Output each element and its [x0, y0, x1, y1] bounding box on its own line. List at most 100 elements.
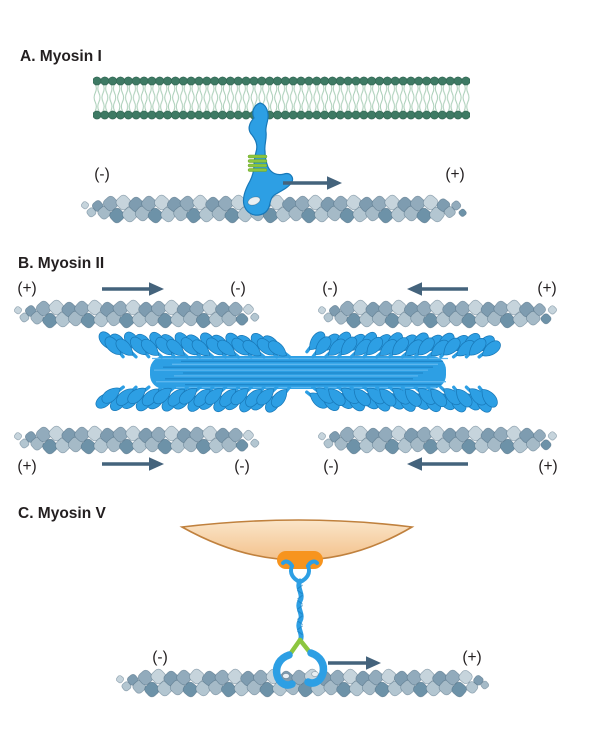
actin-subunit: [540, 439, 552, 451]
actin-subunit: [451, 200, 462, 211]
actin-subunit: [346, 438, 362, 455]
actin-subunit: [547, 305, 557, 315]
actin-subunit: [381, 668, 397, 685]
coiled-coil-tick: [296, 589, 304, 595]
actin-subunit: [80, 438, 97, 455]
actin-subunit: [141, 195, 157, 212]
actin-subunit: [445, 669, 461, 686]
myosin-i-molecule: [242, 102, 294, 216]
actin-subunit: [13, 306, 23, 315]
actin-subunit: [307, 194, 324, 211]
myosin-v-molecule: [272, 559, 328, 689]
label-minus-end-c: (-): [152, 649, 168, 666]
actin-subunit: [323, 438, 334, 449]
actin-subunit: [230, 194, 247, 211]
actin-subunit: [371, 195, 388, 212]
actin-subunit: [339, 300, 356, 317]
actin-subunit: [202, 299, 218, 316]
actin-subunit: [202, 425, 218, 442]
actin-subunit: [102, 195, 119, 212]
label-plus-top-left: (+): [17, 280, 36, 297]
label-plus-bottom-right: (+): [538, 458, 557, 475]
actin-subunit: [189, 668, 205, 685]
actin-subunit: [467, 425, 484, 442]
panel-myosin-ii: B. Myosin II (+) (-) (-) (+) (+) (-) (-): [13, 255, 558, 475]
actin-subunit: [547, 431, 557, 441]
actin-subunit: [294, 195, 311, 212]
actin-subunit: [144, 681, 160, 698]
actin-subunit: [80, 312, 97, 329]
actin-subunit: [74, 426, 90, 443]
light-chain-band: [247, 159, 268, 163]
direction-arrow-b-top-left: [102, 282, 164, 296]
label-plus-top-right: (+): [537, 280, 556, 297]
actin-subunit: [323, 312, 334, 323]
actin-subunit: [378, 426, 394, 443]
actin-subunit: [317, 306, 327, 315]
actin-subunit: [391, 299, 407, 316]
actin-subunit: [86, 207, 97, 218]
direction-arrow-b-bottom-right: [407, 457, 468, 471]
actin-subunit: [346, 194, 362, 211]
actin-subunit: [119, 312, 135, 329]
actin-subunit: [461, 438, 477, 455]
myosin-ii-thick-filament: [93, 329, 503, 415]
actin-subunit: [157, 438, 173, 455]
actin-subunit: [112, 426, 129, 443]
actin-subunit: [182, 681, 199, 698]
actin-subunit: [235, 439, 249, 452]
actin-subunit: [458, 208, 467, 217]
actin-subunit: [112, 300, 129, 317]
actin-subunit: [228, 301, 243, 317]
actin-subunit: [506, 299, 522, 316]
actin-subunit: [429, 299, 445, 316]
myosin-v-head-right: [304, 649, 328, 687]
actin-subunit: [329, 669, 346, 686]
cargo-vesicle: [179, 519, 415, 561]
actin-subunit: [461, 312, 477, 329]
coiled-coil-twist: [296, 584, 304, 636]
coiled-coil-bundle: [150, 356, 448, 389]
actin-subunit: [416, 426, 433, 443]
actin-subunit: [115, 675, 125, 684]
actin-subunit: [151, 426, 167, 443]
actin-subunit: [336, 681, 352, 698]
actin-filament: [80, 194, 467, 224]
actin-subunit: [80, 201, 90, 210]
label-plus-end-a: (+): [445, 166, 464, 183]
actin-subunit: [384, 438, 401, 455]
actin-subunit: [87, 299, 103, 316]
actin-subunit: [19, 438, 30, 449]
direction-arrow-c: [328, 656, 381, 670]
actin-subunit: [214, 669, 231, 686]
actin-subunit: [235, 313, 249, 326]
actin-subunit: [416, 300, 433, 317]
actin-subunit: [42, 438, 58, 455]
actin-subunit: [109, 207, 125, 224]
actin-subunit: [301, 207, 317, 224]
actin-subunit: [35, 300, 52, 317]
actin-subunit: [250, 312, 260, 322]
actin-subunit: [119, 438, 135, 455]
coiled-coil-tick: [296, 610, 304, 615]
actin-subunit: [352, 299, 369, 316]
actin-subunit: [250, 438, 260, 448]
actin-subunit: [533, 303, 546, 316]
actin-filament: [13, 425, 260, 455]
light-chain-band: [247, 163, 268, 168]
myosin-v-head-left: [272, 651, 296, 689]
actin-subunit: [413, 681, 429, 698]
actin-subunit: [150, 668, 167, 685]
actin-subunit: [195, 312, 212, 329]
coiled-coil-stalk: [296, 578, 304, 644]
lipid-bilayer: [93, 76, 470, 120]
actin-subunit: [368, 669, 384, 686]
actin-subunit: [429, 425, 445, 442]
actin-subunit: [378, 207, 394, 224]
actin-binding-cleft: [247, 196, 261, 206]
actin-subunit: [42, 312, 58, 329]
actin-subunit: [346, 312, 362, 329]
actin-subunit: [218, 195, 234, 212]
actin-subunit: [391, 425, 407, 442]
actin-subunit: [499, 312, 516, 329]
